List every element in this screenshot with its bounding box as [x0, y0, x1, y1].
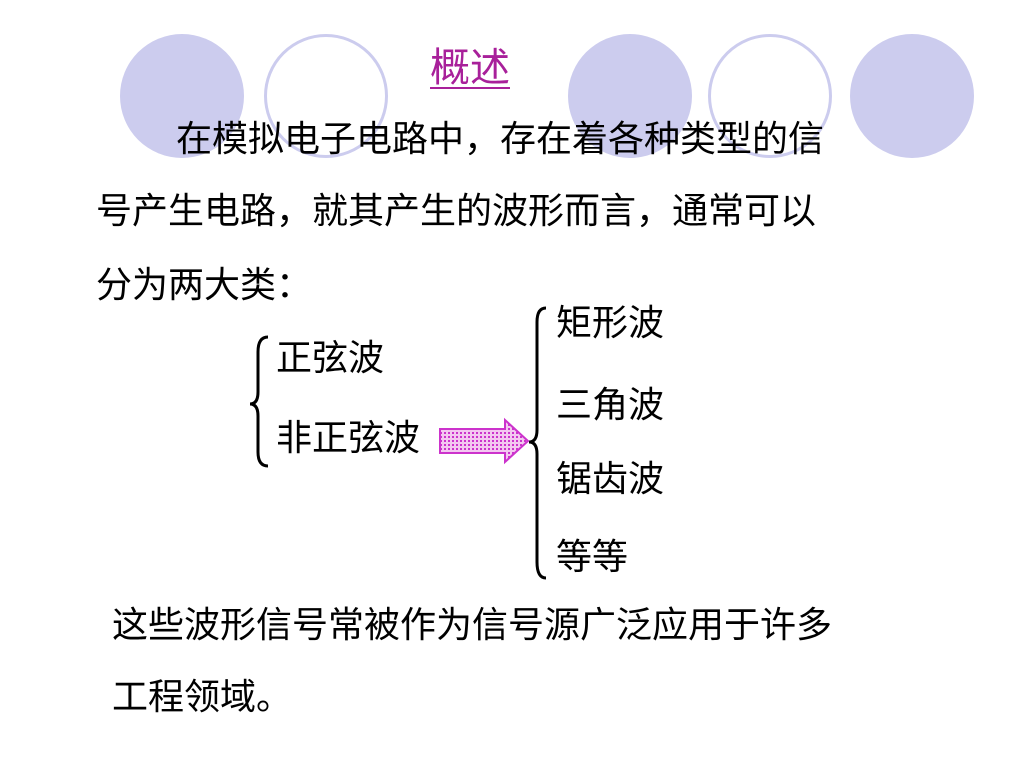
decor-circle-2: [264, 34, 388, 158]
type-etc: 等等: [556, 537, 629, 578]
intro-line-3: 分为两大类：: [96, 265, 313, 306]
arrow-icon: [439, 417, 530, 465]
decor-circle-1: [120, 34, 244, 158]
conclusion-line-1: 这些波形信号常被作为信号源广泛应用于许多: [112, 605, 833, 646]
decor-circle-5: [850, 34, 974, 158]
decor-circle-3: [568, 34, 692, 158]
right-brace: [528, 306, 547, 580]
intro-line-1: 在模拟电子电路中，存在着各种类型的信: [176, 119, 825, 160]
type-sawtooth: 锯齿波: [556, 459, 665, 500]
category-sine: 正弦波: [276, 338, 385, 379]
type-triangle: 三角波: [556, 385, 665, 426]
category-non-sine: 非正弦波: [276, 418, 421, 459]
slide-title: 概述: [428, 40, 512, 96]
left-brace: [249, 335, 269, 468]
type-rectangular: 矩形波: [556, 303, 665, 344]
decor-circle-4: [708, 34, 832, 158]
intro-line-2: 号产生电路，就其产生的波形而言，通常可以: [96, 191, 817, 232]
conclusion-line-2: 工程领域。: [112, 677, 293, 718]
